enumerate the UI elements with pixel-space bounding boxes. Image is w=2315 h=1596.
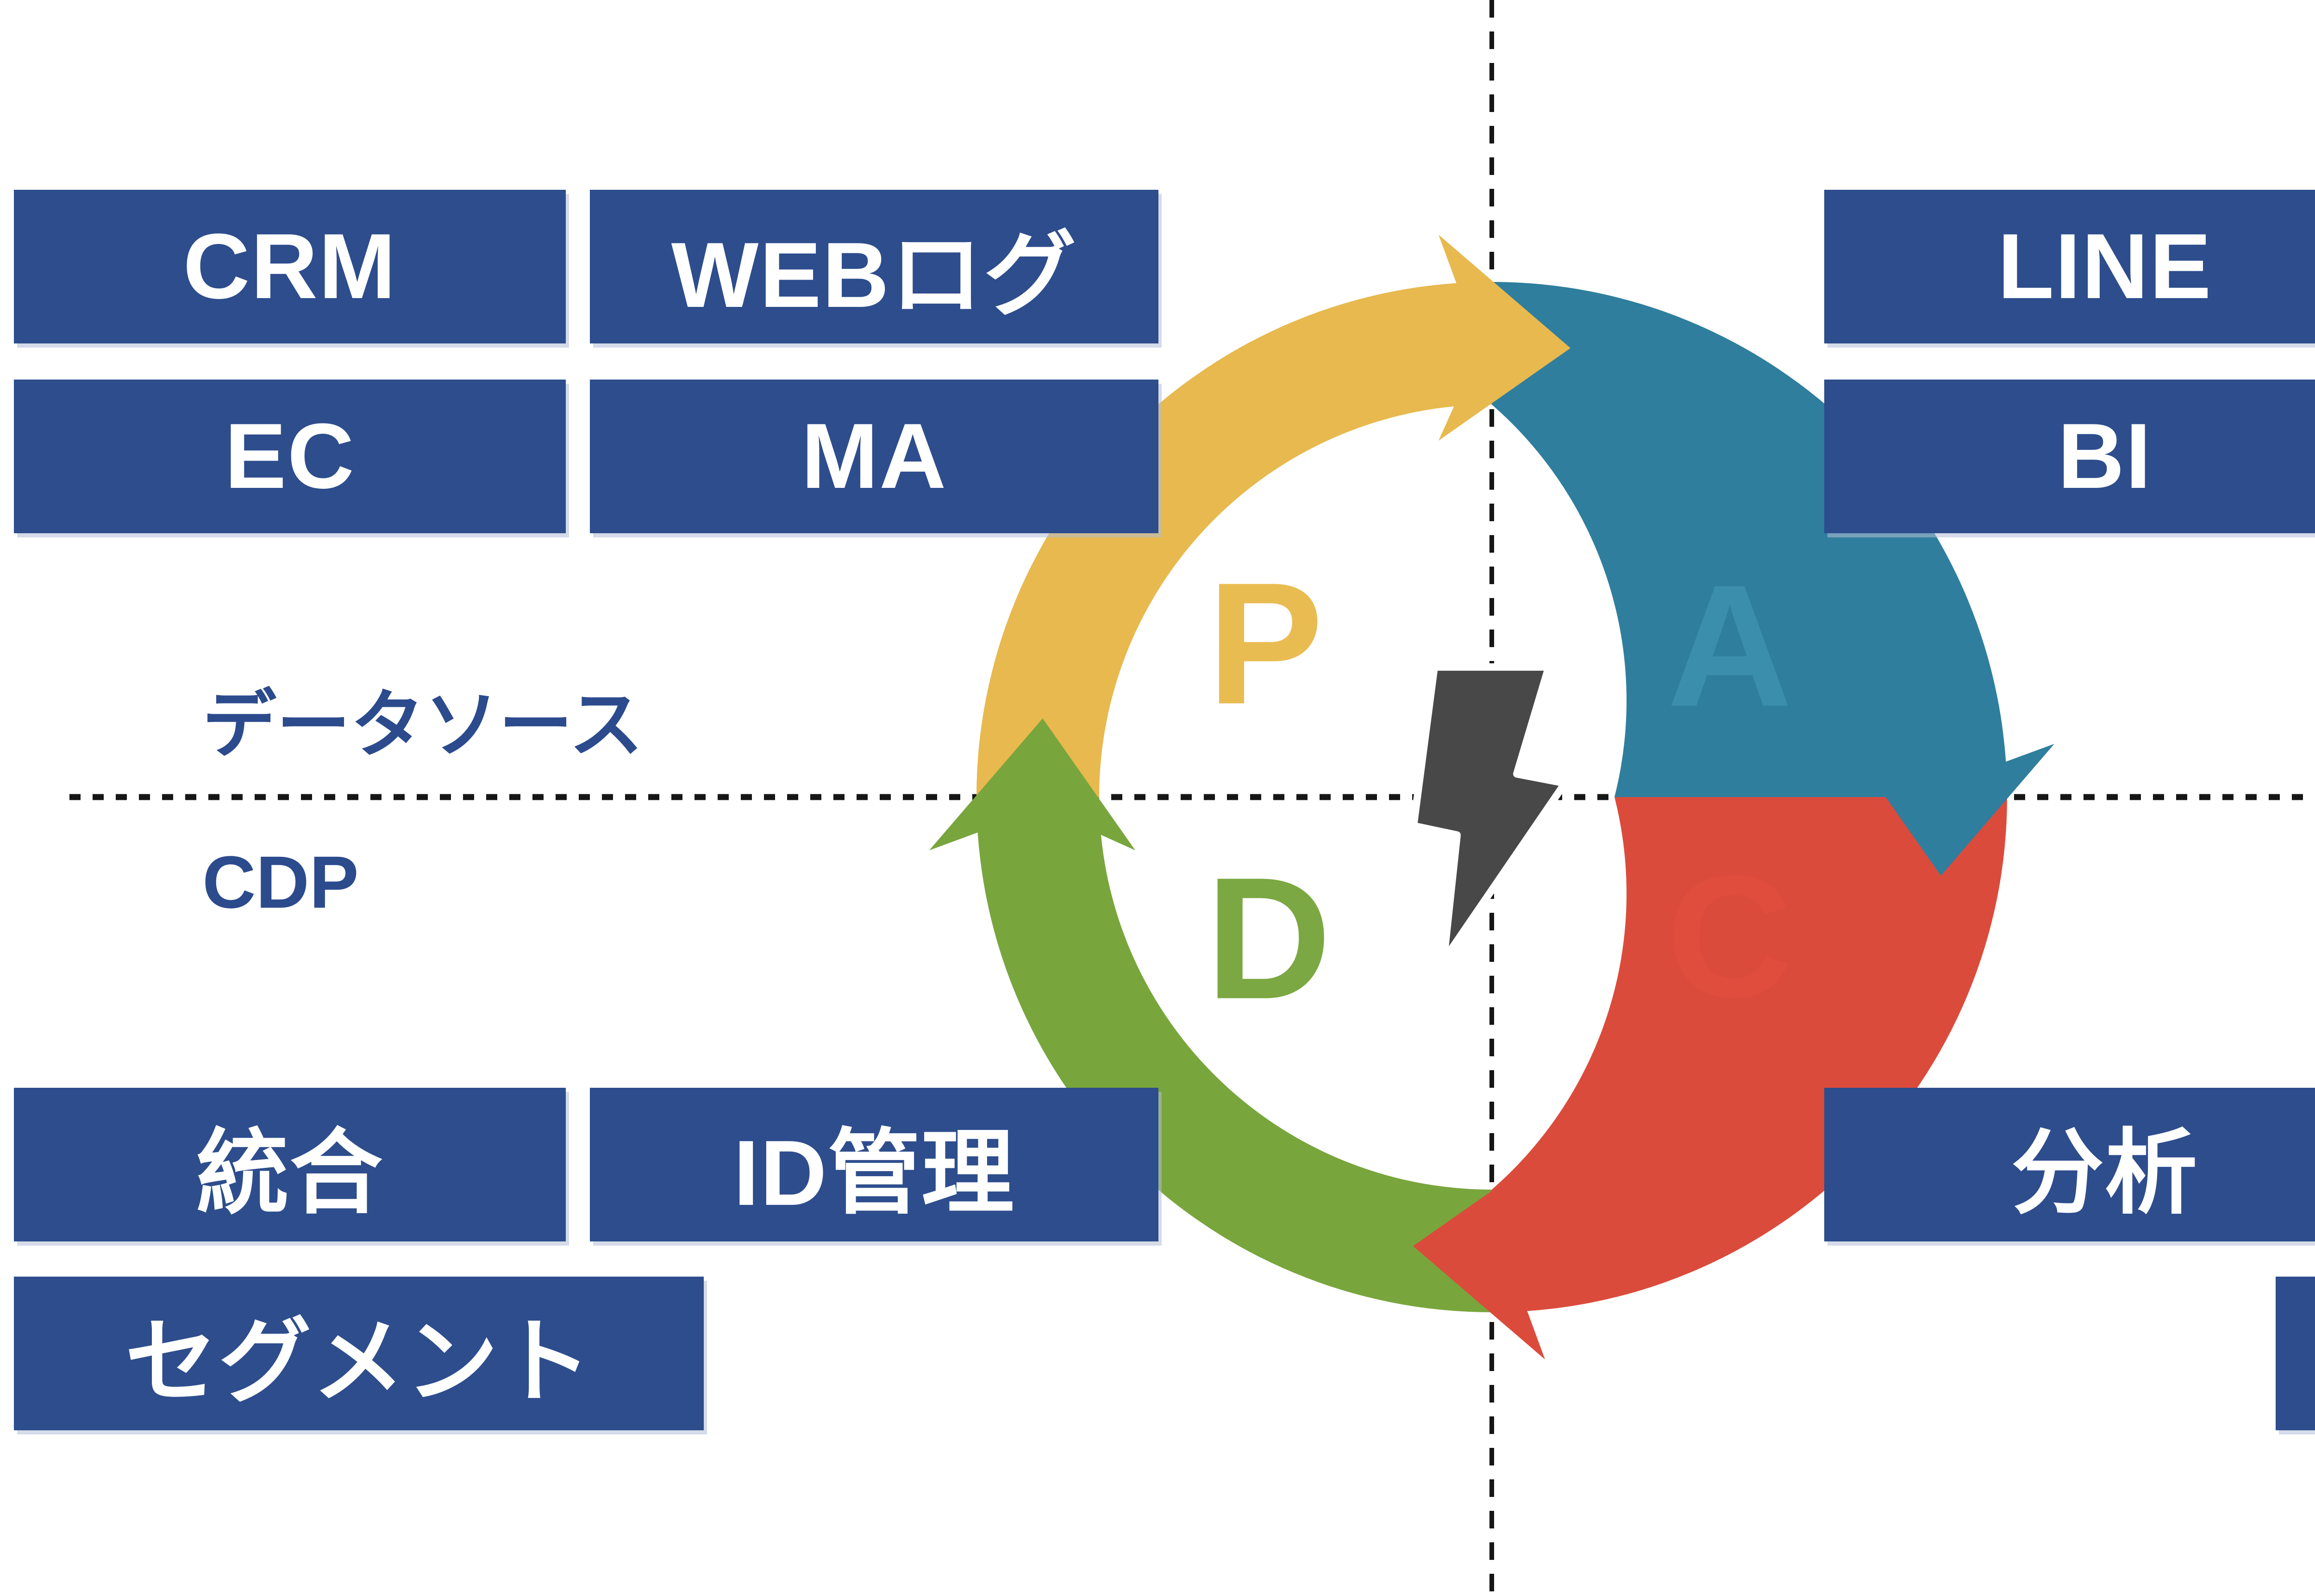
box-automation: 自動化 <box>2276 1277 2315 1430</box>
box-bi: BI <box>1824 380 2315 533</box>
box-crm-source: CRM <box>14 190 566 343</box>
do-arc <box>976 797 1492 1312</box>
check-arc <box>1492 797 2007 1312</box>
box-id-management: ID管理 <box>590 1088 1158 1241</box>
data-sources-label: データソース <box>202 683 644 766</box>
plan-letter: P <box>1207 547 1324 741</box>
box-weblog: WEBログ <box>590 190 1158 343</box>
act-letter: A <box>1667 549 1793 743</box>
box-ma: MA <box>590 380 1158 533</box>
box-segment: セグメント <box>14 1277 704 1430</box>
box-line: LINE <box>1824 190 2315 343</box>
do-letter: D <box>1206 842 1332 1035</box>
plan-arc <box>976 282 1492 797</box>
check-letter: C <box>1667 840 1793 1034</box>
lightning-bolt-icon <box>1410 663 1569 964</box>
act-arc <box>1492 282 2007 797</box>
box-ec: EC <box>14 380 566 533</box>
box-integration: 統合 <box>14 1088 566 1241</box>
cdp-label: CDP <box>202 841 359 923</box>
box-analysis: 分析 <box>1824 1088 2315 1241</box>
